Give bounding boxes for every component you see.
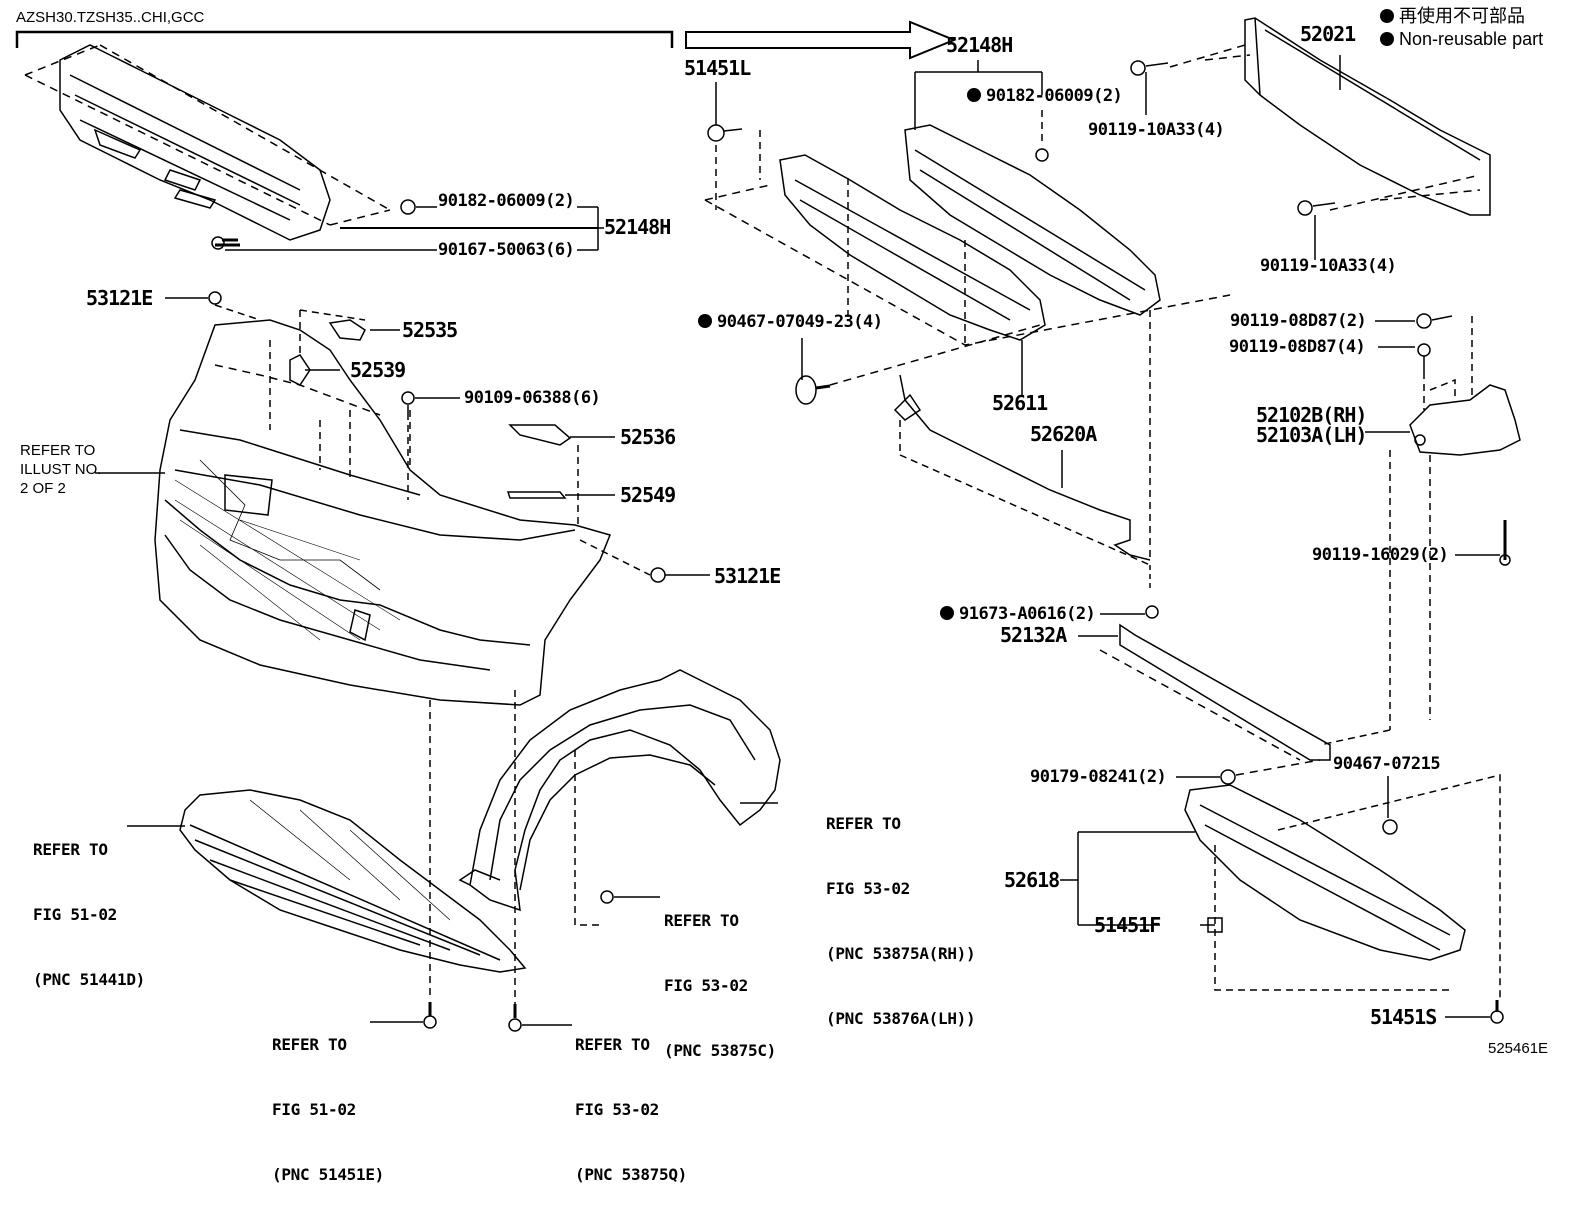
part-label-90119-16029[interactable]: 90119-16029(2) (1312, 545, 1449, 565)
part-label-52620A[interactable]: 52620A (1030, 422, 1097, 446)
part-label-52536[interactable]: 52536 (620, 425, 676, 449)
retainer-52132A-drawing (1078, 623, 1331, 761)
grommet-90467-07049-drawing (795, 324, 1041, 405)
part-label-52535[interactable]: 52535 (402, 318, 458, 342)
part-label-52539[interactable]: 52539 (350, 358, 406, 382)
part-label-91673-A0616[interactable]: 91673-A0616(2) (940, 604, 1096, 624)
ref-line: 2 OF 2 (20, 479, 66, 497)
ref-line: (PNC 51441D) (33, 969, 145, 989)
ref-line: FIG 53-02 (826, 878, 910, 898)
reference-fig-53-02-53875C[interactable]: REFER TO FIG 53-02 (PNC 53875C) (664, 867, 776, 1083)
part-label-52103A-LH[interactable]: 52103A(LH) (1256, 423, 1367, 447)
ref-line: FIG 53-02 (575, 1099, 659, 1119)
absorber-52618-drawing (1060, 759, 1504, 1024)
ref-line: (PNC 53876A(LH)) (826, 1008, 976, 1028)
ref-line: (PNC 53875Q) (575, 1164, 687, 1184)
part-label-90119-08D87-2[interactable]: 90119-08D87(2) (1230, 311, 1367, 331)
part-label-51451S[interactable]: 51451S (1370, 1005, 1437, 1029)
part-label-90182-06009-right[interactable]: 90182-06009(2) (967, 86, 1123, 106)
part-label-90119-10A33-a[interactable]: 90119-10A33(4) (1088, 120, 1225, 140)
non-reusable-dot-icon (698, 314, 712, 328)
absorber-upper-left-drawing (24, 44, 416, 250)
part-label-51451F[interactable]: 51451F (1094, 913, 1161, 937)
bumper-cover-drawing (95, 291, 710, 706)
part-number-text: 90467-07049-23(4) (717, 312, 883, 332)
ref-line: REFER TO (20, 442, 96, 459)
ref-line: (PNC 51451E) (272, 1164, 384, 1184)
part-number-text: 91673-A0616(2) (959, 604, 1096, 624)
leader-lines-upper-left (225, 206, 604, 251)
part-label-90119-08D87-4[interactable]: 90119-08D87(4) (1229, 337, 1366, 357)
non-reusable-dot-icon (940, 606, 954, 620)
part-label-90467-07215[interactable]: 90467-07215 (1333, 754, 1441, 774)
legend-label-jp: 再使用不可部品 (1399, 6, 1525, 26)
non-reusable-dot-icon (1380, 32, 1394, 47)
part-label-52132A[interactable]: 52132A (1000, 623, 1067, 647)
ref-line: ILLUST NO. (20, 460, 102, 478)
arrow-icon (685, 20, 957, 60)
legend-label-en: Non-reusable part (1399, 29, 1544, 50)
bracket-52102B-drawing (1319, 313, 1521, 746)
fender-liner-drawing (429, 669, 781, 1010)
non-reusable-dot-icon (967, 88, 981, 102)
absorber-52611-drawing (704, 154, 1231, 395)
legend-item-en: Non-reusable part (1380, 28, 1543, 51)
reference-illust-2-of-2[interactable]: REFER TO ILLUST NO. 2 OF 2 (20, 442, 101, 498)
part-label-90467-07049-23[interactable]: 90467-07049-23(4) (698, 314, 883, 331)
ref-line: (PNC 53875C) (664, 1040, 776, 1060)
ref-line: REFER TO (575, 1035, 650, 1055)
ref-line: REFER TO (826, 814, 901, 834)
reference-fig-51-02-51441D[interactable]: REFER TO FIG 51-02 (PNC 51441D) (33, 796, 145, 1012)
ref-line: FIG 51-02 (33, 904, 117, 924)
part-label-53121E-b[interactable]: 53121E (714, 564, 781, 588)
part-label-52618[interactable]: 52618 (1004, 868, 1060, 892)
part-number-text: 90182-06009(2) (986, 86, 1123, 106)
reference-fig-53-02-53875A[interactable]: REFER TO FIG 53-02 (PNC 53875A(RH)) (PNC… (826, 770, 976, 1051)
part-label-53121E-a[interactable]: 53121E (86, 286, 153, 310)
part-label-90119-10A33-b[interactable]: 90119-10A33(4) (1260, 256, 1397, 276)
parts-diagram (15, 17, 1521, 1032)
illustration-id: 525461E (1488, 1040, 1549, 1057)
harness-52620A-drawing (893, 374, 1159, 619)
legend-item-jp: 再使用不可部品 (1380, 5, 1543, 28)
ref-line: REFER TO (272, 1035, 347, 1055)
part-label-52549[interactable]: 52549 (620, 483, 676, 507)
part-label-90182-06009-left[interactable]: 90182-06009(2) (438, 191, 575, 211)
part-label-52021[interactable]: 52021 (1300, 22, 1356, 46)
top-bracket (15, 30, 674, 48)
non-reusable-dot-icon (1380, 9, 1394, 23)
part-label-52102B-RH[interactable]: 52102B(RH) (1256, 403, 1367, 427)
part-label-51451L[interactable]: 51451L (684, 56, 751, 80)
part-label-52148H[interactable]: 52148H (946, 33, 1013, 57)
ref-line: FIG 51-02 (272, 1099, 356, 1119)
ref-line: REFER TO (664, 911, 739, 931)
part-label-90179-08241[interactable]: 90179-08241(2) (1030, 767, 1167, 787)
part-label-52148H-left[interactable]: 52148H (604, 215, 671, 239)
ref-line: (PNC 53875A(RH)) (826, 943, 976, 963)
ref-line: FIG 53-02 (664, 975, 748, 995)
under-cover-drawing (127, 789, 572, 1032)
part-label-52611[interactable]: 52611 (992, 391, 1048, 415)
legend: 再使用不可部品 Non-reusable part (1380, 5, 1543, 52)
part-label-90167-50063[interactable]: 90167-50063(6) (438, 240, 575, 260)
absorber-52148H-drawing (904, 60, 1161, 560)
part-label-90109-06388[interactable]: 90109-06388(6) (464, 388, 601, 408)
ref-line: REFER TO (33, 840, 108, 860)
model-code: AZSH30.TZSH35..CHI,GCC (16, 9, 205, 26)
reinforcement-52021-drawing (1130, 17, 1491, 260)
clip-51451L (707, 82, 761, 210)
